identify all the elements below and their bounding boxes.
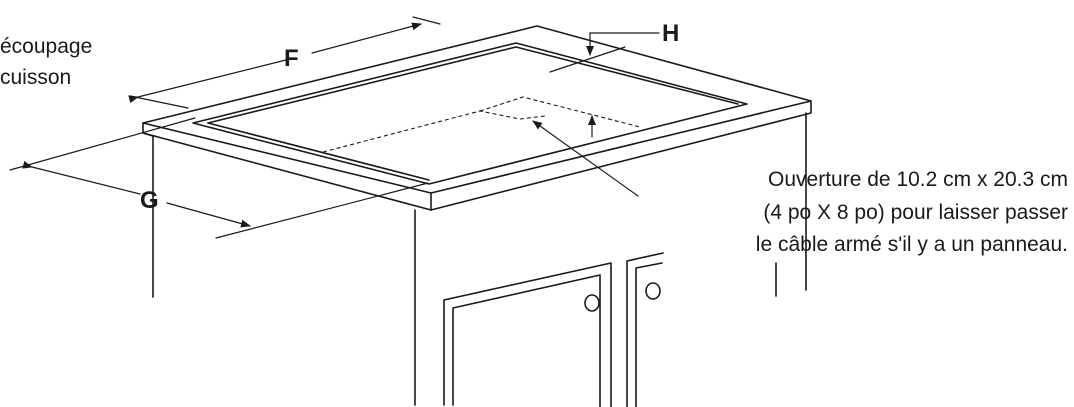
cutout-label-line1: écoupage — [0, 35, 92, 58]
dimension-h: H — [549, 20, 679, 73]
label-h: H — [662, 20, 679, 47]
dimension-g: G — [9, 117, 429, 239]
opening-note-line1: Ouverture de 10.2 cm x 20.3 cm — [768, 168, 1068, 191]
cutout-label-line2: cuisson — [0, 66, 71, 89]
door-knob-right — [645, 282, 661, 300]
label-f: F — [284, 45, 299, 72]
cable-opening-dashed — [322, 96, 641, 153]
opening-note: Ouverture de 10.2 cm x 20.3 cm (4 po X 8… — [756, 168, 1068, 256]
cutout-opening — [192, 42, 748, 185]
cable-opening-pointer — [532, 115, 639, 197]
label-g: G — [140, 187, 159, 214]
door-knob-left — [584, 294, 600, 312]
dimension-f: F — [128, 16, 441, 109]
cutout-label: écoupage cuisson — [0, 35, 92, 89]
cabinet-body — [152, 112, 807, 406]
opening-note-line3: le câble armé s'il y a un panneau. — [756, 233, 1068, 256]
countertop — [142, 25, 812, 211]
cabinet-doors — [443, 252, 664, 407]
opening-note-line2: (4 po X 8 po) pour laisser passer — [763, 201, 1068, 224]
